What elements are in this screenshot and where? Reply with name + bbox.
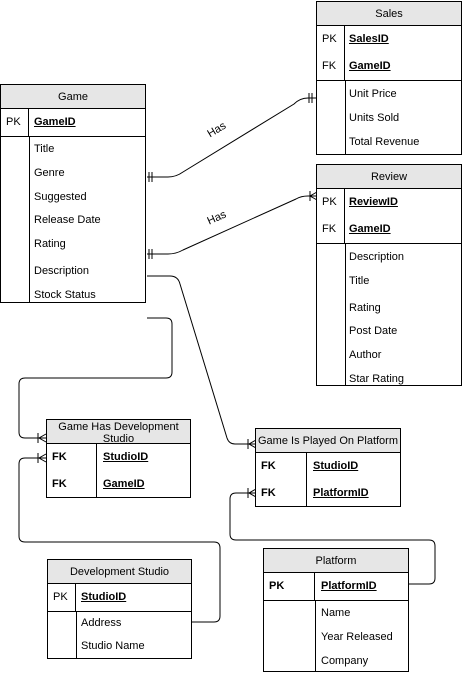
- attribute: Description: [34, 265, 90, 277]
- attribute: Studio Name: [81, 640, 145, 652]
- attribute: Title: [34, 143, 55, 155]
- connector-platform-assoc: [229, 492, 436, 585]
- marker-game-platform-assoc-end: [247, 439, 257, 449]
- key-field: PlatformID: [313, 487, 369, 499]
- attribute: Author: [349, 349, 382, 361]
- key-field: StudioID: [103, 451, 149, 463]
- key-field: StudioID: [313, 460, 359, 472]
- entity-title: Development Studio: [48, 560, 191, 584]
- key-type: FK: [317, 53, 345, 80]
- marker-game-review-end: [308, 191, 318, 201]
- key-type: PK: [317, 189, 345, 216]
- entity-game-is-played-on-platform[interactable]: Game Is Played On Platform FK StudioID FK…: [255, 428, 401, 507]
- entity-title: Game Is Played On Platform: [256, 429, 400, 453]
- attribute: Genre: [34, 167, 65, 179]
- connector-game-platform-assoc: [147, 275, 256, 445]
- key-type: FK: [256, 480, 307, 507]
- connector-game-sales: [147, 97, 317, 178]
- marker-game-sales-start: [148, 172, 153, 182]
- key-field: GameID: [103, 478, 145, 490]
- attribute: Rating: [349, 302, 381, 314]
- key-type: FK: [47, 444, 97, 471]
- attribute: Title: [349, 275, 370, 287]
- attribute: Stock Status: [34, 289, 96, 301]
- marker-game-devstudio-assoc-end: [37, 433, 47, 443]
- attribute: Release Date: [34, 214, 101, 226]
- key-type: FK: [256, 453, 307, 480]
- attribute: Units Sold: [349, 112, 400, 124]
- entity-review[interactable]: Review PK ReviewID FK GameID Description T…: [316, 164, 462, 386]
- key-field: GameID: [34, 116, 76, 128]
- key-type: FK: [47, 471, 97, 498]
- attribute: Star Rating: [349, 373, 405, 385]
- key-type: PK: [48, 584, 76, 611]
- connector-game-devstudio-assoc: [18, 317, 173, 439]
- attribute: Total Revenue: [349, 136, 420, 148]
- marker-devstudio-assoc-end: [37, 453, 47, 463]
- key-field: ReviewID: [349, 196, 398, 208]
- entity-title: Sales: [317, 2, 461, 26]
- key-type: FK: [317, 216, 345, 243]
- entity-title: Game Has Development Studio: [47, 420, 190, 445]
- attribute: Company: [321, 655, 369, 667]
- attribute: Name: [321, 607, 351, 619]
- attribute: Unit Price: [349, 88, 397, 100]
- connector-game-review: [147, 195, 317, 255]
- attribute: Year Released: [321, 631, 393, 643]
- key-type: PK: [317, 26, 345, 53]
- key-field: StudioID: [81, 591, 127, 603]
- entity-title: Review: [317, 165, 461, 189]
- entity-title: Platform: [264, 549, 408, 573]
- marker-game-sales-end: [308, 93, 313, 103]
- entity-game[interactable]: Game PK GameID Title Genre Suggested Rele…: [0, 84, 146, 303]
- marker-game-review-start: [148, 249, 153, 259]
- attribute: Post Date: [349, 325, 398, 337]
- attribute: Rating: [34, 238, 66, 250]
- attribute: Suggested: [34, 191, 87, 203]
- marker-platform-assoc-end: [247, 488, 257, 498]
- attribute: Address: [81, 617, 122, 629]
- entity-sales[interactable]: Sales PK SalesID FK GameID Unit Price Unit…: [316, 1, 462, 155]
- entity-platform[interactable]: Platform PK PlatformID Name Year Released…: [263, 548, 409, 672]
- connector-devstudio-assoc: [18, 457, 221, 623]
- entity-title: Game: [1, 85, 145, 109]
- entity-game-has-development-studio[interactable]: Game Has Development Studio FK StudioID F…: [46, 419, 191, 498]
- key-type: PK: [264, 573, 315, 600]
- key-field: SalesID: [349, 33, 389, 45]
- entity-development-studio[interactable]: Development Studio PK StudioID Address St…: [47, 559, 192, 659]
- key-field: GameID: [349, 223, 391, 235]
- key-field: GameID: [349, 60, 391, 72]
- key-field: PlatformID: [321, 580, 377, 592]
- key-type: PK: [1, 109, 29, 136]
- attribute: Description: [349, 251, 405, 263]
